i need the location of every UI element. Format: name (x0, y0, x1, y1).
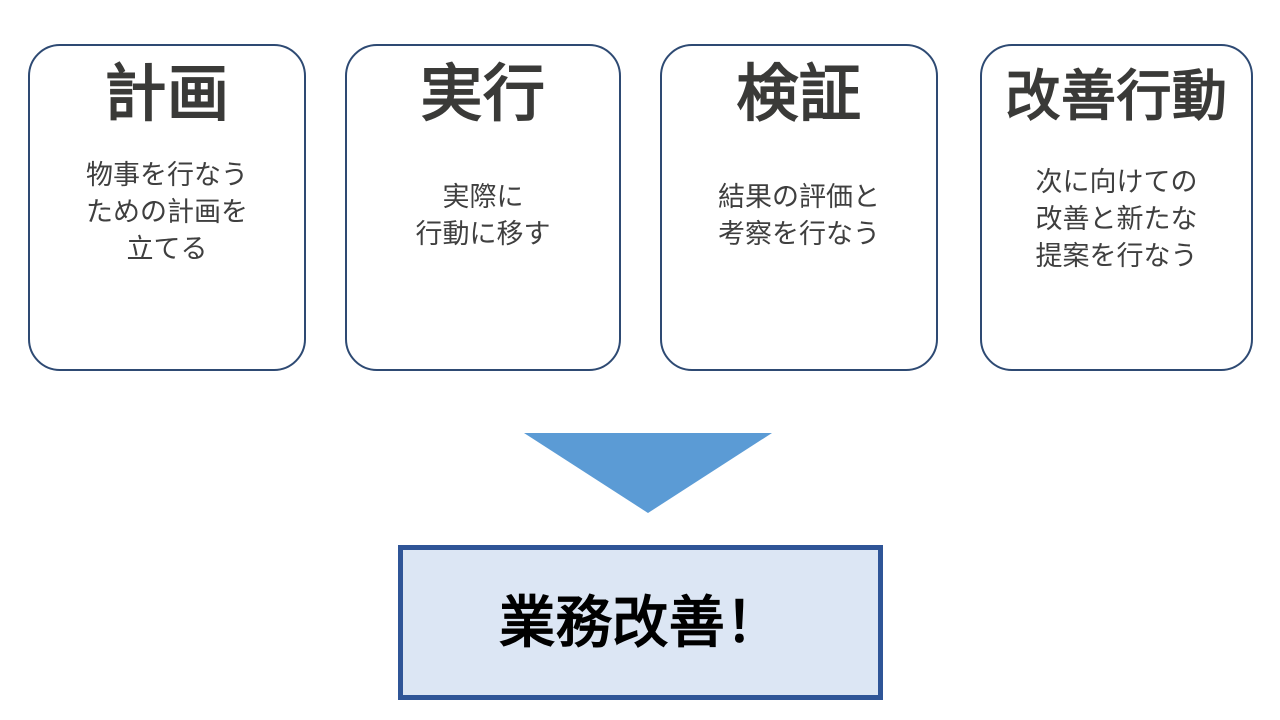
arrow-down-triangle-icon (524, 433, 772, 513)
step-card-act-title: 改善行動 (1005, 65, 1228, 127)
step-card-plan-title: 計画 (104, 60, 230, 129)
step-card-check-title: 検証 (736, 60, 862, 129)
step-card-check[interactable]: 検証 結果の評価と 考察を行なう (660, 44, 938, 371)
step-card-do-body: 実際に 行動に移す (415, 182, 551, 250)
result-box[interactable]: 業務改善！ (398, 545, 883, 700)
step-card-check-body: 結果の評価と 考察を行なう (718, 182, 880, 250)
step-card-act-body: 次に向けての 改善と新たな 提案を行なう (1035, 166, 1198, 271)
step-card-do-title: 実行 (420, 60, 546, 129)
step-card-act[interactable]: 改善行動 次に向けての 改善と新たな 提案を行なう (980, 44, 1253, 371)
step-card-do[interactable]: 実行 実際に 行動に移す (345, 44, 621, 371)
step-card-plan[interactable]: 計画 物事を行なう ための計画を 立てる (28, 44, 306, 371)
result-box-label: 業務改善！ (499, 590, 782, 654)
step-card-plan-body: 物事を行なう ための計画を 立てる (86, 160, 248, 265)
